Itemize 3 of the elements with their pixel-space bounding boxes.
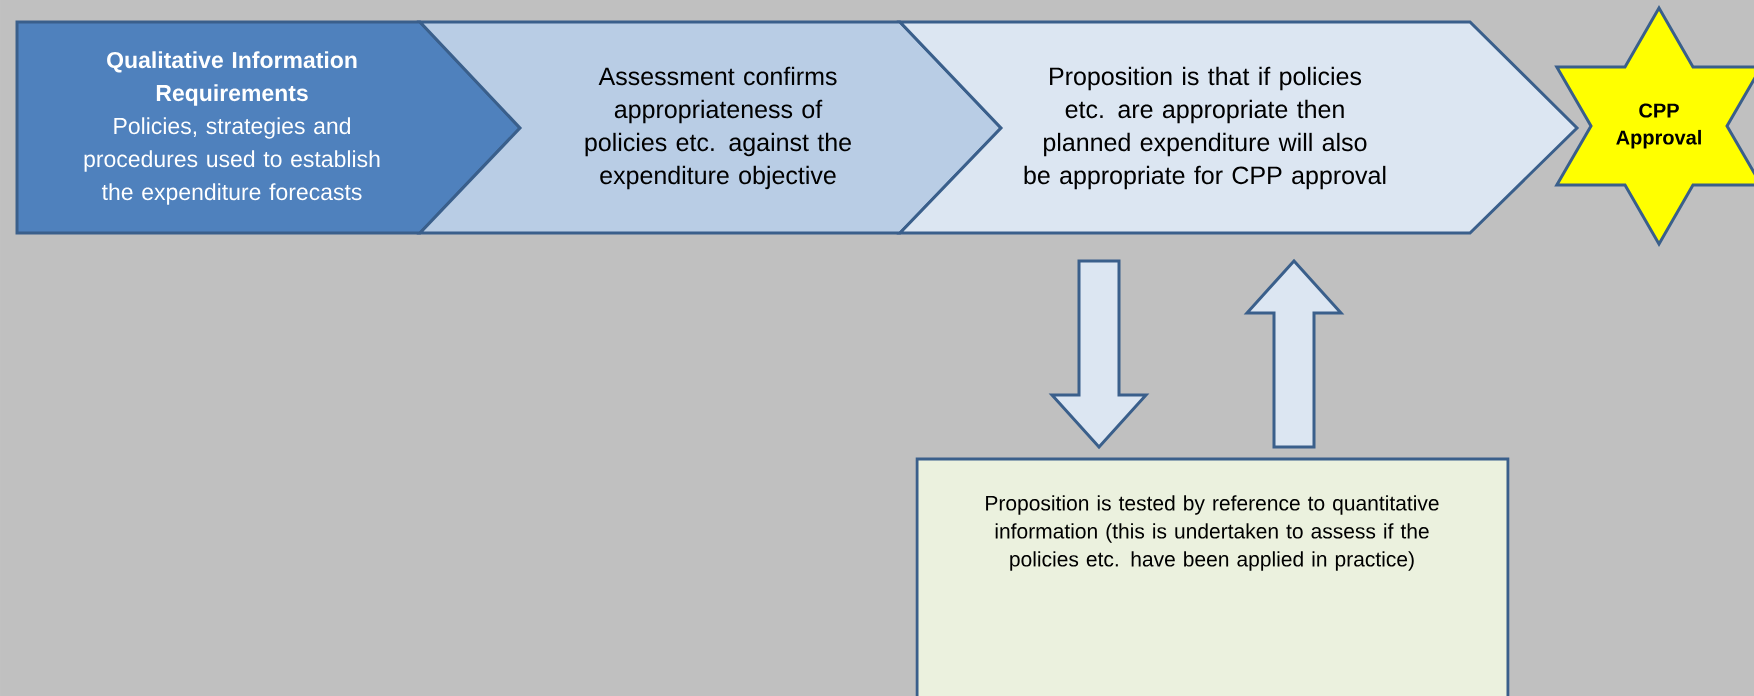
block-arrow xyxy=(1243,258,1345,449)
block-arrow xyxy=(1048,259,1150,450)
text-box: Proposition is tested by reference to quantitative information (this is undertaken to assess if the policies etc. have been applied in practice) xyxy=(915,457,1510,696)
